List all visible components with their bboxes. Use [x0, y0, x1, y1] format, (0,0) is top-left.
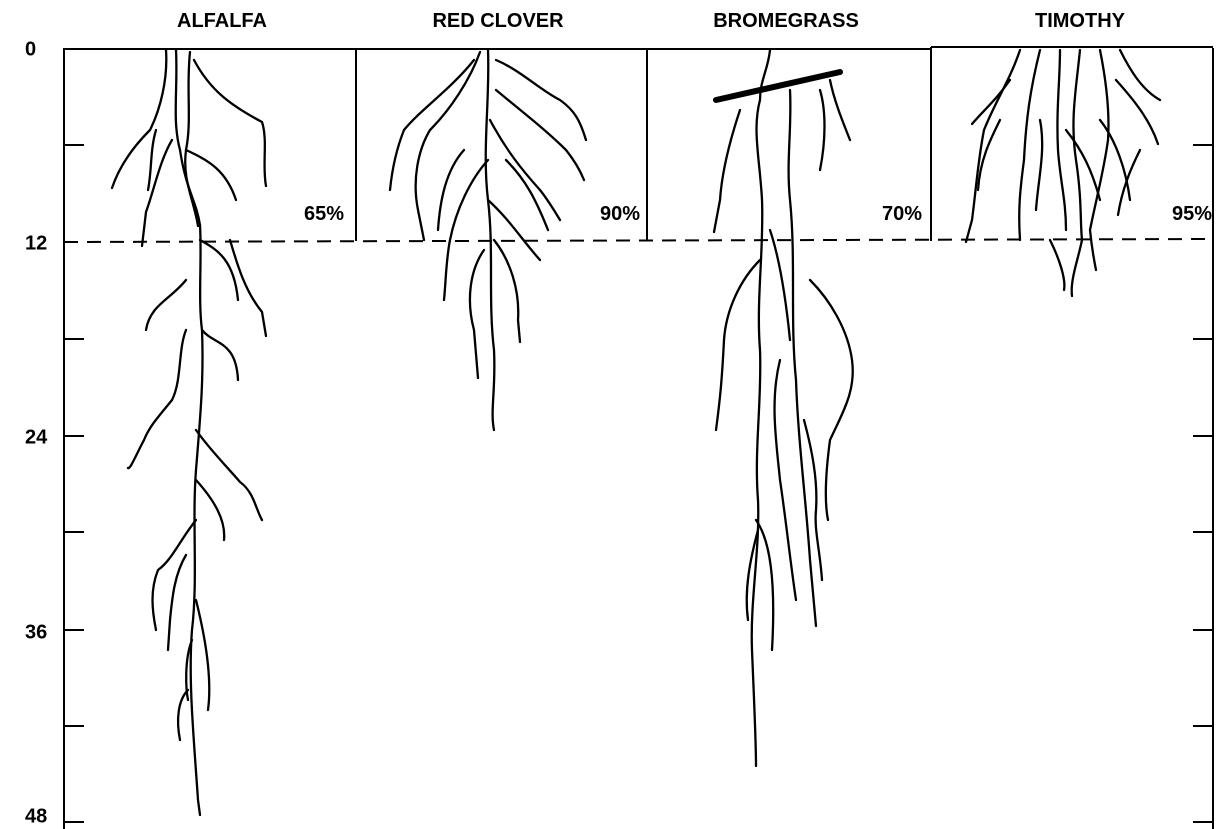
alfalfa-roots — [112, 50, 266, 815]
bromegrass-roots — [714, 50, 853, 766]
depth-12-boundary-line — [64, 239, 1213, 242]
timothy-roots — [966, 50, 1160, 296]
